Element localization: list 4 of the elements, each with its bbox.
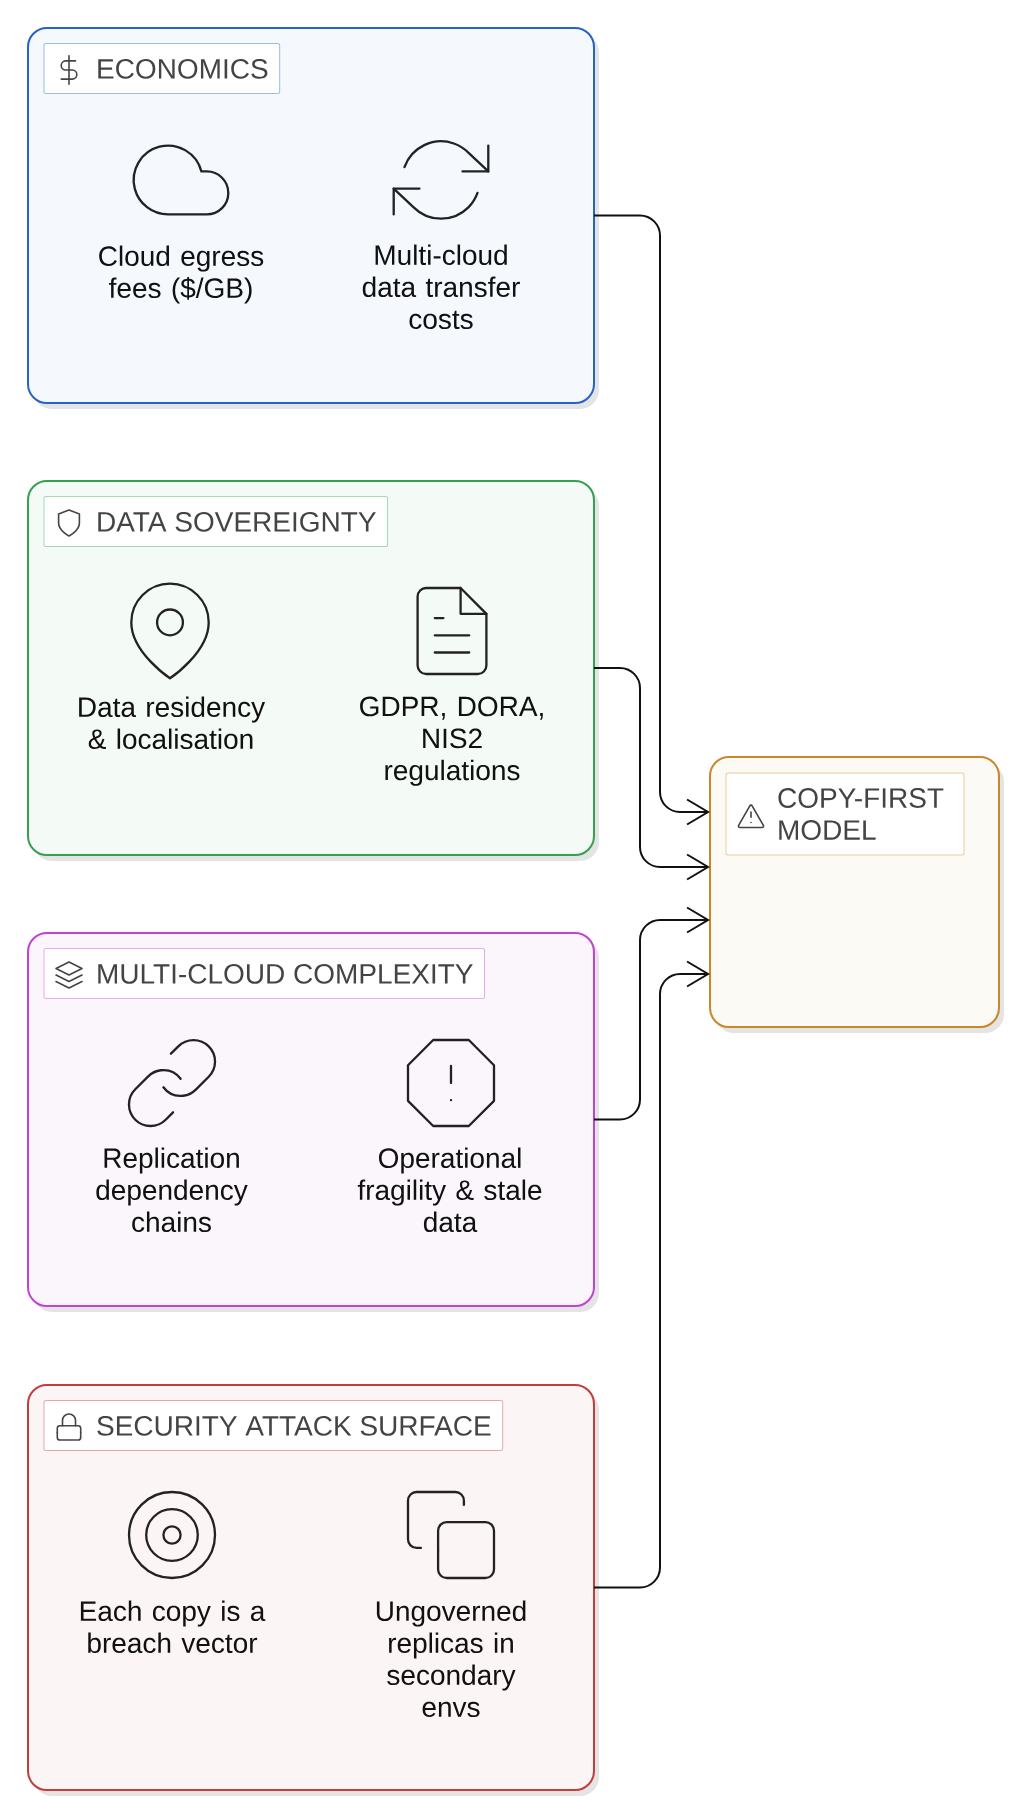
arrow <box>593 667 710 881</box>
arrow <box>593 214 710 826</box>
arrow <box>593 906 710 1121</box>
arrow <box>593 960 710 1589</box>
